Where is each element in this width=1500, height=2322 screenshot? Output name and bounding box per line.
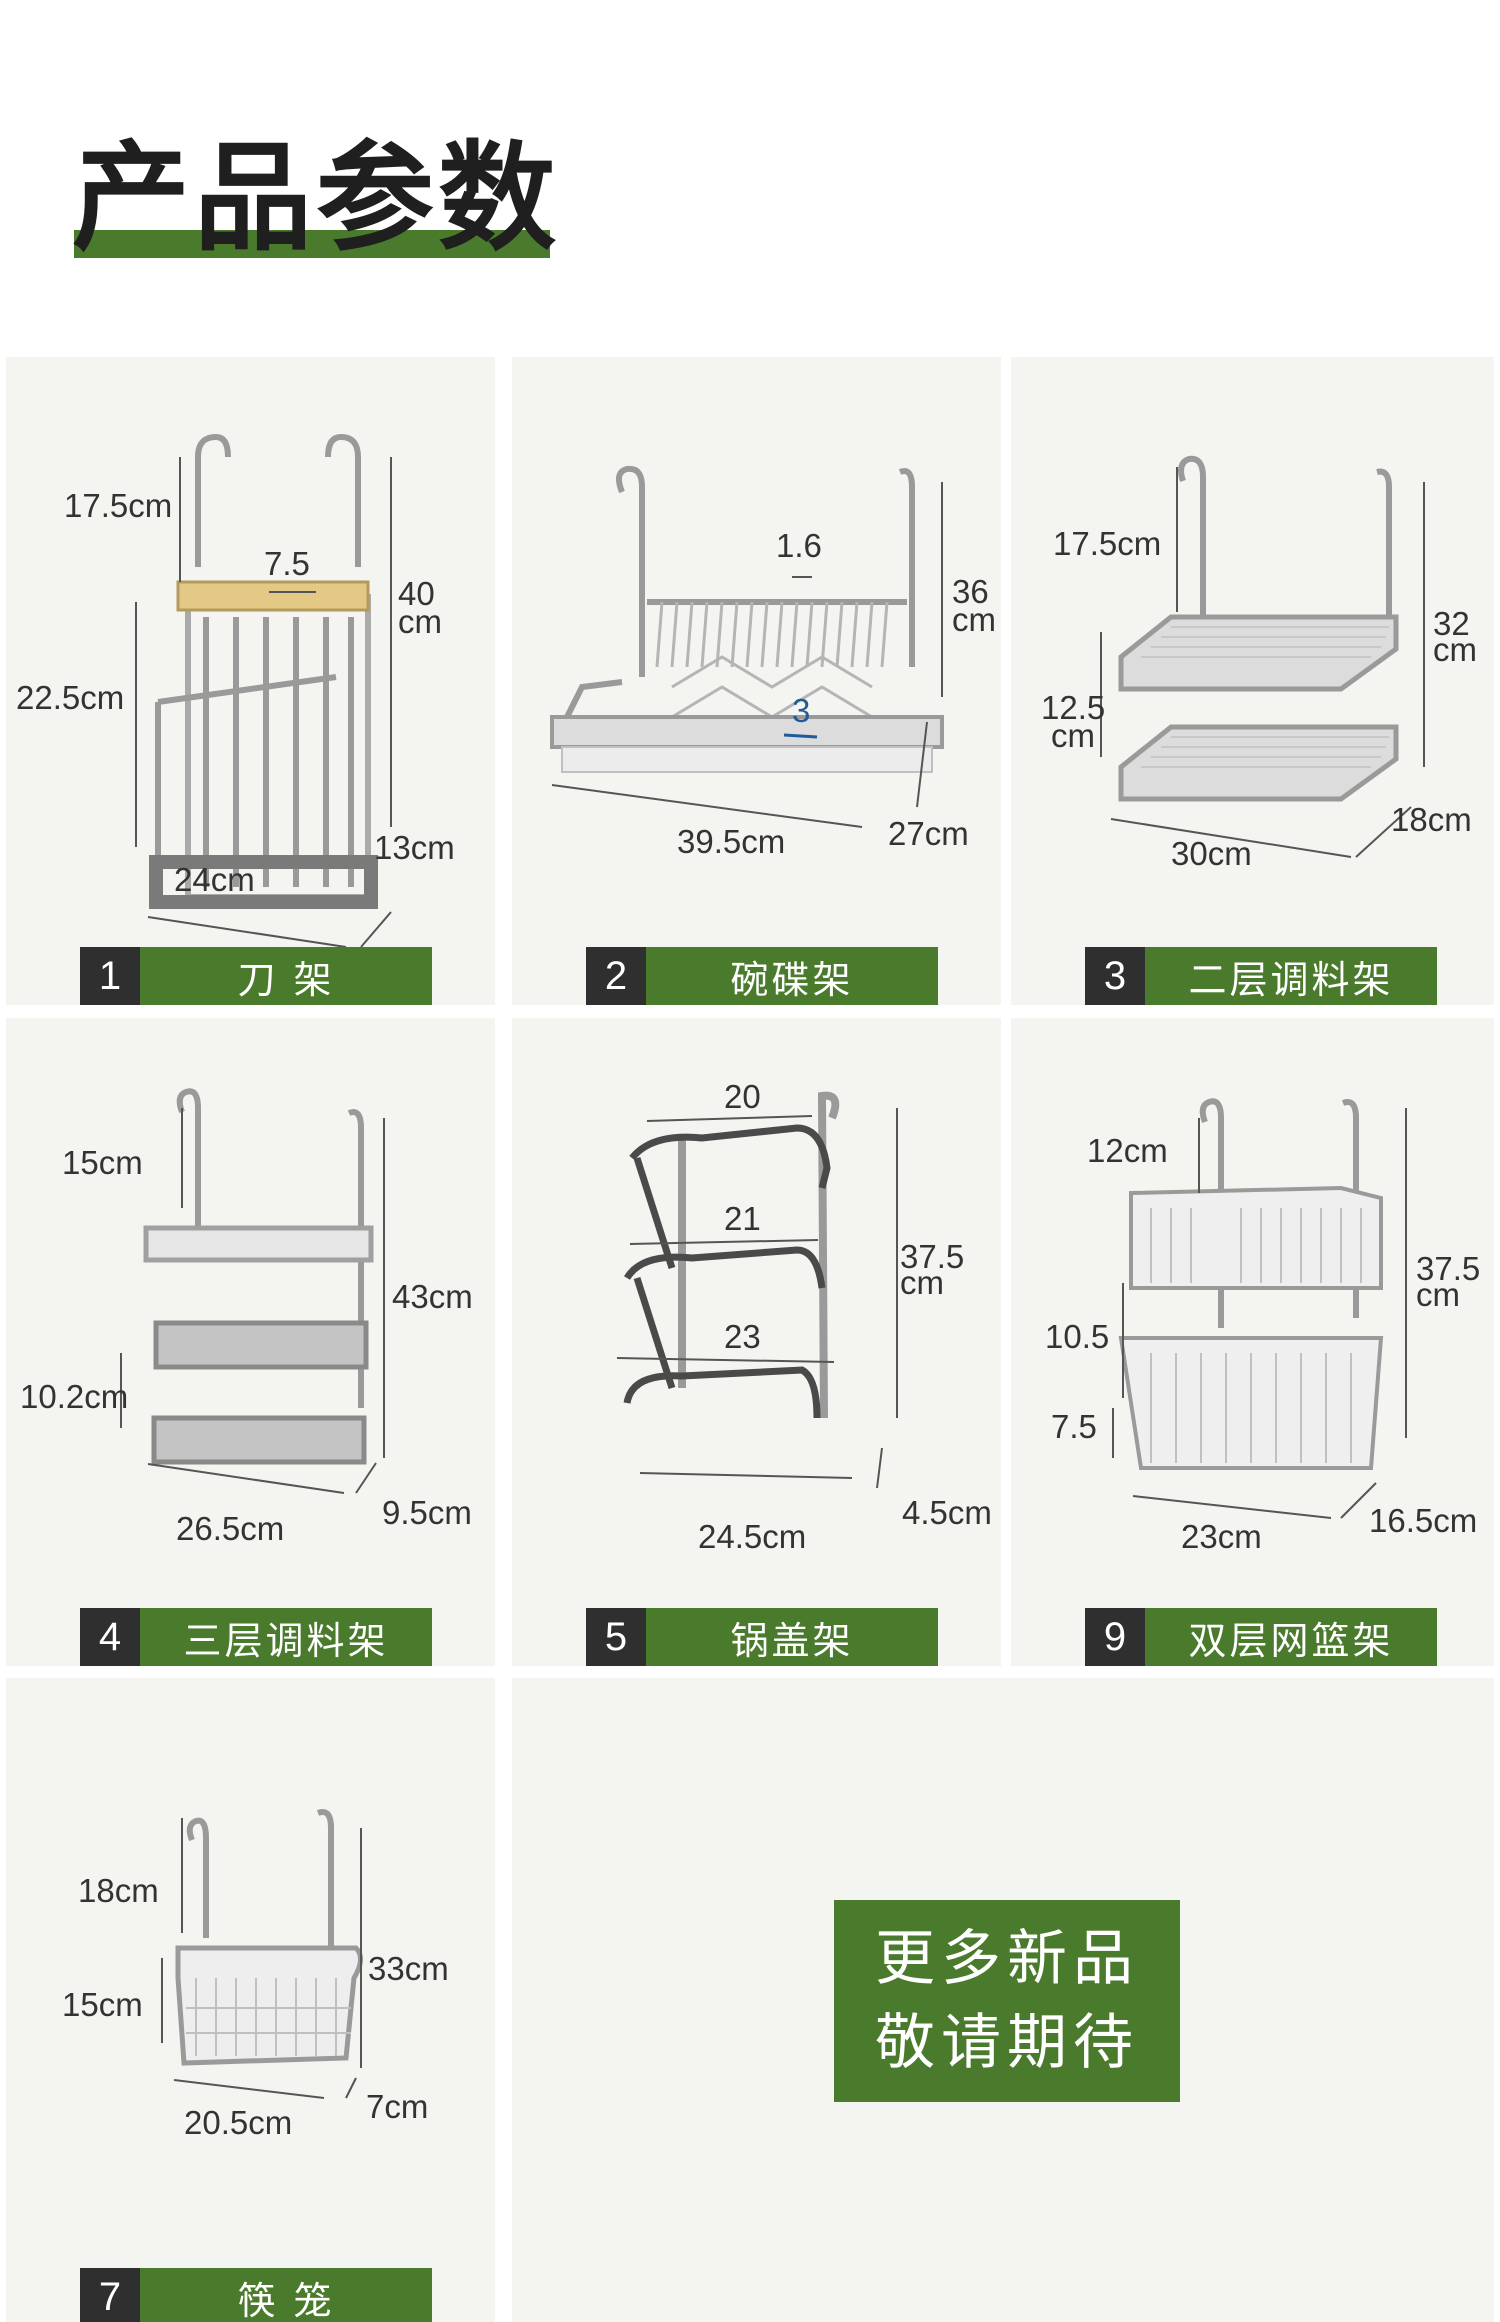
dim-label: 24cm [174,861,255,898]
product-card-two-tier-spice-rack: 17.5cm 32 cm 12.5 cm 30cm 18cm 3 二层调料架 [1011,357,1494,1005]
two-tier-basket-rack-illustration: 12cm 37.5 cm 10.5 7.5 23cm 16.5cm [1045,1098,1480,1555]
dim-label: 39.5cm [677,823,785,860]
product-card-two-tier-basket-rack: 12cm 37.5 cm 10.5 7.5 23cm 16.5cm 9 双层网篮… [1011,1018,1494,1666]
dim-label: 23 [724,1318,761,1355]
dim-label: 37.5 [1416,1250,1480,1287]
three-tier-spice-rack-illustration: 15cm 43cm 10.2cm 26.5cm 9.5cm [20,1088,473,1547]
product-name: 双层网篮架 [1145,1608,1437,1666]
dim-label: 20 [724,1078,761,1115]
product-card-three-tier-spice-rack: 15cm 43cm 10.2cm 26.5cm 9.5cm 4 三层调料架 [6,1018,495,1666]
dim-label: 26.5cm [176,1510,284,1547]
product-label: 1 刀 架 [80,947,432,1005]
product-name: 三层调料架 [140,1608,432,1666]
coming-soon-badge: 更多新品 敬请期待 [834,1900,1180,2102]
chopstick-holder-illustration: 18cm 33cm 15cm 20.5cm 7cm [62,1809,449,2141]
dim-label: 17.5cm [64,487,172,524]
dim-label: 16.5cm [1369,1502,1477,1539]
dim-label: 12cm [1087,1132,1168,1169]
dim-label: 7.5 [1051,1408,1097,1445]
dim-label: cm [1416,1276,1460,1313]
dim-label: 32 [1433,605,1470,642]
product-name: 碗碟架 [646,947,938,1005]
page-title-block: 产品参数 [72,128,556,268]
dim-label: 12.5 [1041,689,1105,726]
dim-label: 10.5 [1045,1318,1109,1355]
product-name: 锅盖架 [646,1608,938,1666]
dim-label: 10.2cm [20,1378,128,1415]
pot-lid-rack-illustration: 20 21 37.5 cm 23 24.5cm 4.5cm [616,1078,992,1555]
page-title: 产品参数 [72,129,561,267]
product-number: 2 [586,947,646,1005]
product-number: 9 [1085,1608,1145,1666]
product-label: 3 二层调料架 [1085,947,1437,1005]
dim-label: 23cm [1181,1518,1262,1555]
dim-label: 18cm [1391,801,1472,838]
dim-label: 20.5cm [184,2104,292,2141]
dim-label: cm [398,603,442,640]
product-label: 5 锅盖架 [586,1608,938,1666]
dim-label: 4.5cm [902,1494,992,1531]
dim-label: cm [900,1264,944,1301]
product-card-pot-lid-rack: 20 21 37.5 cm 23 24.5cm 4.5cm 5 锅盖架 [512,1018,1001,1666]
dim-label: 7.5 [264,545,310,582]
dim-label: 43cm [392,1278,473,1315]
product-name: 刀 架 [140,947,432,1005]
dim-label: 15cm [62,1144,143,1181]
dim-label: 27cm [888,815,969,852]
product-number: 4 [80,1608,140,1666]
dim-label: 30cm [1171,835,1252,872]
dim-label: 13cm [374,829,455,866]
product-number: 3 [1085,947,1145,1005]
product-number: 5 [586,1608,646,1666]
dim-label: 17.5cm [1053,525,1161,562]
dim-label: 33cm [368,1950,449,1987]
dim-label: cm [952,601,996,638]
dim-label: 21 [724,1200,761,1237]
product-label: 9 双层网篮架 [1085,1608,1437,1666]
dish-rack-illustration: 1.6 36 cm 3 39.5cm 27cm [550,465,996,860]
product-card-knife-rack: 17.5cm 7.5 40 cm 22.5cm 24cm 13cm 1 刀 架 [6,357,495,1005]
knife-rack-illustration: 17.5cm 7.5 40 cm 22.5cm 24cm 13cm [16,433,455,948]
product-card-chopstick-holder: 18cm 33cm 15cm 20.5cm 7cm 7 筷 笼 [6,1678,495,2322]
promo-line-2: 敬请期待 [875,2008,1139,2078]
dim-label: 40 [398,575,435,612]
two-tier-spice-rack-illustration: 17.5cm 32 cm 12.5 cm 30cm 18cm [1041,455,1477,872]
product-number: 1 [80,947,140,1005]
title-underline-bar [74,230,550,258]
dim-label: 37.5 [900,1238,964,1275]
dim-label: 3 [792,692,810,729]
dim-label: 18cm [78,1872,159,1909]
dim-label: 15cm [62,1986,143,2023]
dim-label: 24.5cm [698,1518,806,1555]
product-name: 二层调料架 [1145,947,1437,1005]
dim-label: 7cm [366,2088,428,2125]
dim-label: cm [1433,631,1477,668]
product-label: 7 筷 笼 [80,2268,432,2322]
dim-label: 1.6 [776,527,822,564]
dim-label: 9.5cm [382,1494,472,1531]
product-card-dish-rack: 1.6 36 cm 3 39.5cm 27cm 2 碗碟架 [512,357,1001,1005]
dim-label: cm [1051,717,1095,754]
product-label: 2 碗碟架 [586,947,938,1005]
product-number: 7 [80,2268,140,2322]
dim-label: 22.5cm [16,679,124,716]
product-label: 4 三层调料架 [80,1608,432,1666]
product-name: 筷 笼 [140,2268,432,2322]
dim-label: 36 [952,573,989,610]
promo-line-1: 更多新品 [875,1924,1139,1994]
